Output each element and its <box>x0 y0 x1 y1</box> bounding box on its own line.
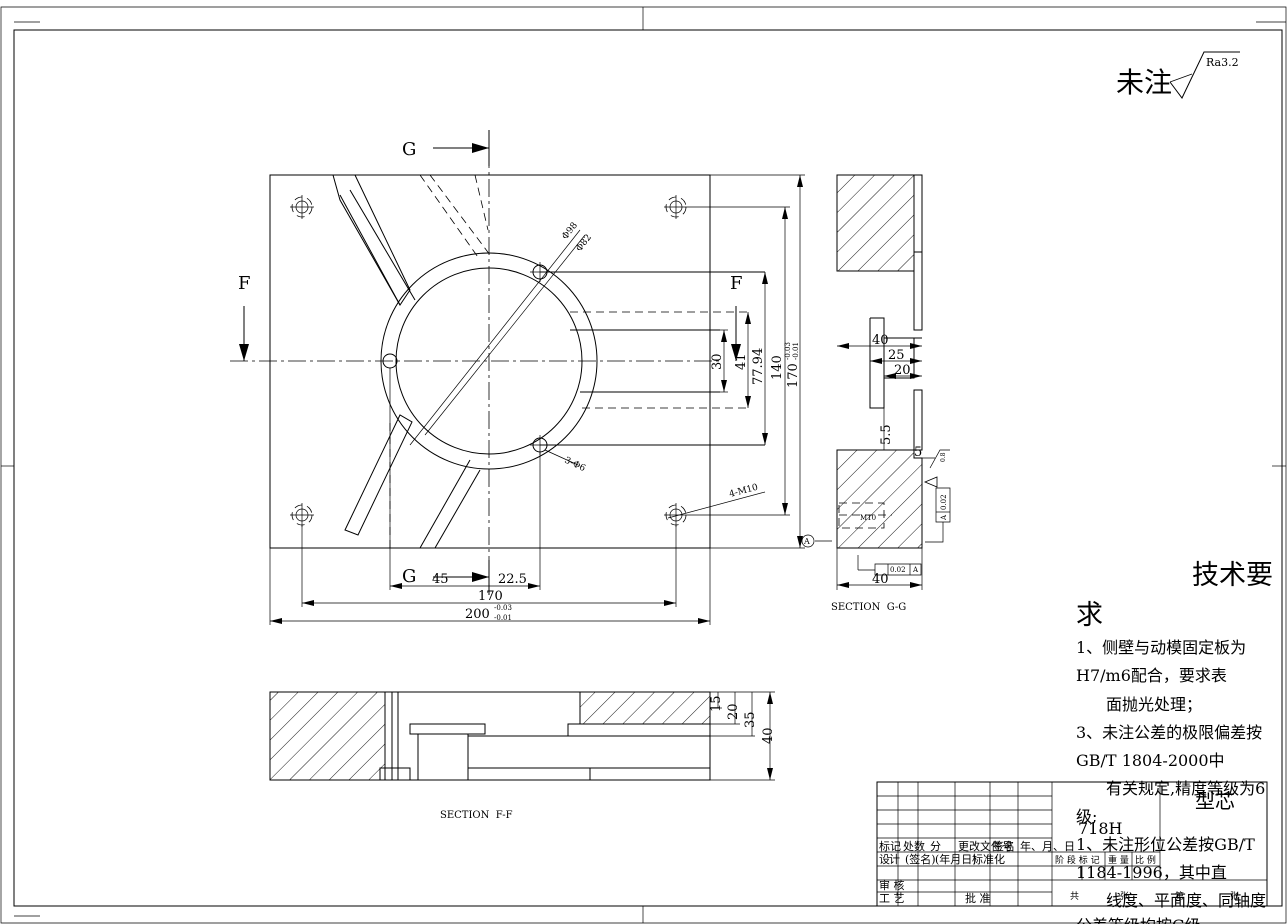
tech-line-2: H7/m6配合，要求表 <box>1076 666 1227 685</box>
outer-frame <box>1 7 1286 923</box>
dim-140: 140 <box>770 355 785 380</box>
gg-caption: SECTION G-G <box>831 602 906 613</box>
tb-std: 标准化 <box>972 852 1005 866</box>
gg-ra-small: 0.8 <box>940 452 947 462</box>
gg-perp-ref: A <box>940 514 948 521</box>
section-g-bottom: G <box>402 566 416 587</box>
dim-170-h: 170 <box>478 589 503 604</box>
datum-a: A <box>803 537 810 546</box>
tech-line-11: 公差等级均按G级 <box>1076 912 1201 924</box>
dim-4-m10: 4-M10 <box>728 483 759 500</box>
dim-3-holes: 3-Φ6 <box>563 456 587 474</box>
tb-label-mark: 标记 <box>879 839 901 853</box>
tb-total: 共 <box>1070 891 1079 902</box>
tech-line-10: 线度、平面度、同轴度 <box>1106 891 1267 910</box>
tb-page-sheet: 张 <box>1230 891 1239 902</box>
tech-line-1: 1、侧壁与动模固定板为 <box>1076 638 1247 657</box>
tb-label-date: 年、月、日 <box>1020 839 1075 853</box>
tech-line-8: 1、未注形位公差按GB/T <box>1076 835 1255 854</box>
tb-stage-label: 阶 段 标 记 <box>1055 854 1100 866</box>
surface-roughness-note: 未注 Ra3.2 <box>1116 52 1240 99</box>
ff-dim-15: 15 <box>709 695 724 712</box>
tb-date-paren: (年月日) <box>935 852 977 866</box>
gg-dim-20: 20 <box>894 363 911 378</box>
tb-label-count: 处数 <box>903 840 925 853</box>
tapped-hole-br <box>664 503 688 527</box>
ff-dim-40: 40 <box>761 727 776 744</box>
tb-label-sign: 签名 <box>993 839 1015 853</box>
tech-line-9: 1184-1996，其中直 <box>1076 863 1227 882</box>
ff-caption: SECTION F-F <box>440 810 513 821</box>
tb-approve: 批 准 <box>965 891 991 905</box>
dim-170-tol-up: -0.03 <box>784 342 792 360</box>
tb-review: 审 核 <box>879 878 905 892</box>
dim-200-tol-up: -0.03 <box>494 604 512 612</box>
gg-m10: M10 <box>860 514 876 522</box>
dim-77-94: 77.94 <box>751 348 766 385</box>
section-g-top: G <box>402 139 416 160</box>
tb-scale: 比 例 <box>1135 854 1156 866</box>
dim-22-5: 22.5 <box>498 572 527 587</box>
dim-170-tol-dn: -0.01 <box>792 342 800 360</box>
tapped-hole-tl <box>290 195 314 219</box>
tb-page: 第 <box>1175 890 1184 902</box>
tb-sign-paren: (签名) <box>905 852 936 866</box>
ff-dim-35: 35 <box>743 711 758 728</box>
section-f-right: F <box>730 273 743 294</box>
tapped-hole-bl <box>290 503 314 527</box>
tapped-hole-tr <box>664 195 688 219</box>
tb-sheet: 张 <box>1120 891 1129 902</box>
tb-part-name: 型芯 <box>1195 789 1235 813</box>
tech-line-5: GB/T 1804-2000中 <box>1076 751 1225 770</box>
section-f-left: F <box>238 273 251 294</box>
dim-200: 200 <box>465 607 490 622</box>
inner-frame <box>14 30 1282 906</box>
gg-flat-ref: A <box>912 566 919 574</box>
gg-dim-40-bottom: 40 <box>872 572 889 587</box>
tb-label-change: 更改文件号 <box>958 839 1013 853</box>
tb-label-zone: 分 <box>930 840 941 853</box>
ff-dim-20: 20 <box>726 703 741 720</box>
gg-dim-40-top: 40 <box>872 333 889 348</box>
tech-title-part1: 技术要 <box>1192 560 1273 591</box>
tech-line-6: 有关规定,精度等级为6 <box>1106 779 1266 798</box>
dim-200-tol-dn: -0.01 <box>494 614 512 622</box>
tb-design2: 计 <box>889 853 900 866</box>
gg-dim-25: 25 <box>888 348 905 363</box>
tb-weight: 重 量 <box>1108 854 1129 866</box>
section-f-f: 15 20 35 40 SECTION F-F <box>270 692 776 821</box>
dim-170-v: 170 <box>786 363 801 388</box>
tech-line-7: 级; <box>1076 807 1098 826</box>
gg-perp-value: 0.02 <box>940 494 948 510</box>
dim-phi98: Φ98 <box>560 221 580 242</box>
gg-dim-5: 5 <box>914 445 922 460</box>
tb-material: 718H <box>1078 819 1123 838</box>
gg-flat-value: 0.02 <box>890 566 906 574</box>
dim-45: 45 <box>432 572 449 587</box>
tb-craft: 工 艺 <box>879 892 905 905</box>
tech-title-part2: 求 <box>1076 600 1103 631</box>
surface-note-value: Ra3.2 <box>1206 56 1239 69</box>
dim-41: 41 <box>734 353 749 370</box>
plan-view: Φ98 Φ82 3-Φ6 4-M10 G G F F <box>230 130 765 595</box>
tech-line-4: 3、未注公差的极限偏差按 <box>1076 723 1263 742</box>
title-block: 718H 型芯 标记 处数 分 更改文件号 签名 年、月、日 设 计 (签名) … <box>877 782 1267 906</box>
dim-phi82: Φ82 <box>574 233 593 254</box>
gg-dim-5-5: 5.5 <box>879 424 894 445</box>
dim-30: 30 <box>710 353 725 370</box>
surface-note-prefix: 未注 <box>1116 66 1172 99</box>
tech-line-3: 面抛光处理； <box>1106 695 1203 714</box>
section-g-g: M10 40 25 20 5.5 5 0.8 0.02 A 40 0.02 A … <box>831 175 950 613</box>
tb-design: 设 <box>879 853 890 866</box>
plan-dimensions: 200 -0.03 -0.01 170 45 22.5 30 41 77.94 … <box>270 175 832 625</box>
